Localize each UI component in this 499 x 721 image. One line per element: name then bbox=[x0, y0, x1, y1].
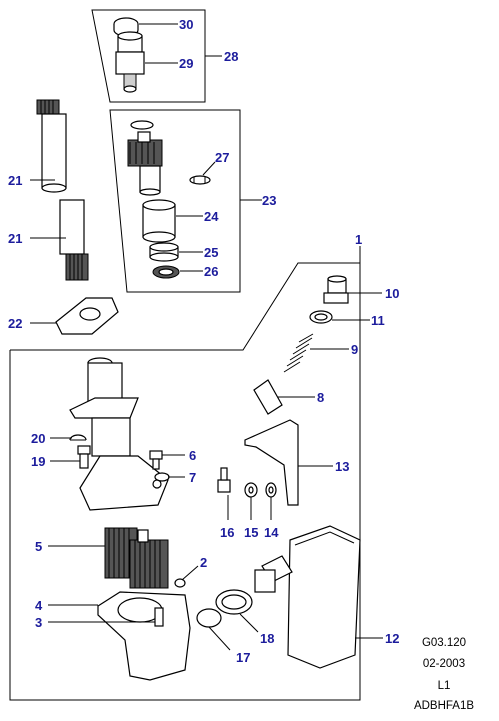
part-shaft-upper-21 bbox=[36, 99, 67, 193]
part-gear-shaft-23 bbox=[127, 120, 163, 196]
callout-2: 2 bbox=[200, 555, 207, 570]
callout-11: 11 bbox=[371, 313, 385, 328]
callout-19: 19 bbox=[31, 454, 45, 469]
callout-28: 28 bbox=[224, 49, 238, 64]
callout-21-upper: 21 bbox=[8, 173, 22, 188]
callout-3: 3 bbox=[35, 615, 42, 630]
part-bolt-19 bbox=[77, 445, 91, 469]
callout-16: 16 bbox=[220, 525, 234, 540]
callout-26: 26 bbox=[204, 264, 218, 279]
callout-4: 4 bbox=[35, 598, 43, 613]
part-oring-17 bbox=[196, 608, 222, 628]
part-washer-25 bbox=[149, 242, 179, 262]
callout-23: 23 bbox=[262, 193, 276, 208]
part-plunger-8 bbox=[253, 379, 283, 415]
part-shaft-lower-21 bbox=[59, 199, 89, 281]
part-reservoir-12 bbox=[254, 525, 361, 669]
callout-20: 20 bbox=[31, 431, 45, 446]
callout-21-lower: 21 bbox=[8, 231, 22, 246]
callout-8: 8 bbox=[317, 390, 324, 405]
callout-15: 15 bbox=[244, 525, 258, 540]
callout-25: 25 bbox=[204, 245, 218, 260]
part-washer-14 bbox=[265, 482, 277, 498]
callout-labels: 30 29 28 27 23 24 25 26 21 21 22 1 10 11… bbox=[8, 17, 399, 665]
callout-18: 18 bbox=[260, 631, 274, 646]
part-clip-2 bbox=[174, 578, 186, 588]
part-washer-11 bbox=[309, 310, 333, 324]
part-bracket-13 bbox=[244, 419, 299, 506]
part-bush-24 bbox=[142, 199, 176, 243]
callout-6: 6 bbox=[189, 448, 196, 463]
footer-level: L1 bbox=[437, 680, 451, 692]
leader-lines bbox=[30, 23, 383, 651]
callout-24: 24 bbox=[204, 209, 219, 224]
part-pinion-housing-29 bbox=[115, 31, 145, 93]
group-box-23 bbox=[109, 109, 241, 293]
part-seal-26 bbox=[152, 265, 180, 279]
callout-29: 29 bbox=[179, 56, 193, 71]
callout-1: 1 bbox=[355, 232, 362, 247]
part-pump-body-4 bbox=[97, 591, 191, 681]
callout-13: 13 bbox=[335, 459, 349, 474]
callout-12: 12 bbox=[385, 631, 399, 646]
part-gears-5 bbox=[104, 527, 169, 589]
footer-date: 02-2003 bbox=[422, 658, 466, 670]
part-column-housing bbox=[69, 357, 169, 511]
callout-14: 14 bbox=[264, 525, 279, 540]
callout-17: 17 bbox=[236, 650, 250, 665]
part-gasket-22 bbox=[55, 297, 119, 335]
part-plug-10 bbox=[323, 275, 349, 304]
footer-ref: G03.120 bbox=[421, 637, 467, 649]
footer-code: ADBHFA1B bbox=[413, 700, 475, 712]
callout-22: 22 bbox=[8, 316, 22, 331]
callout-30: 30 bbox=[179, 17, 193, 32]
part-seal-18 bbox=[215, 589, 253, 615]
part-clip-20 bbox=[69, 434, 87, 441]
callout-27: 27 bbox=[215, 150, 229, 165]
group-box-28 bbox=[91, 9, 206, 103]
callout-5: 5 bbox=[35, 539, 42, 554]
part-pin-27 bbox=[189, 175, 211, 185]
part-spring-9 bbox=[283, 333, 314, 373]
part-bolt-16 bbox=[217, 467, 231, 493]
callout-10: 10 bbox=[385, 286, 399, 301]
callout-7: 7 bbox=[189, 470, 196, 485]
part-washer-15 bbox=[244, 482, 258, 498]
callout-9: 9 bbox=[351, 342, 358, 357]
part-nut-7 bbox=[154, 472, 170, 482]
